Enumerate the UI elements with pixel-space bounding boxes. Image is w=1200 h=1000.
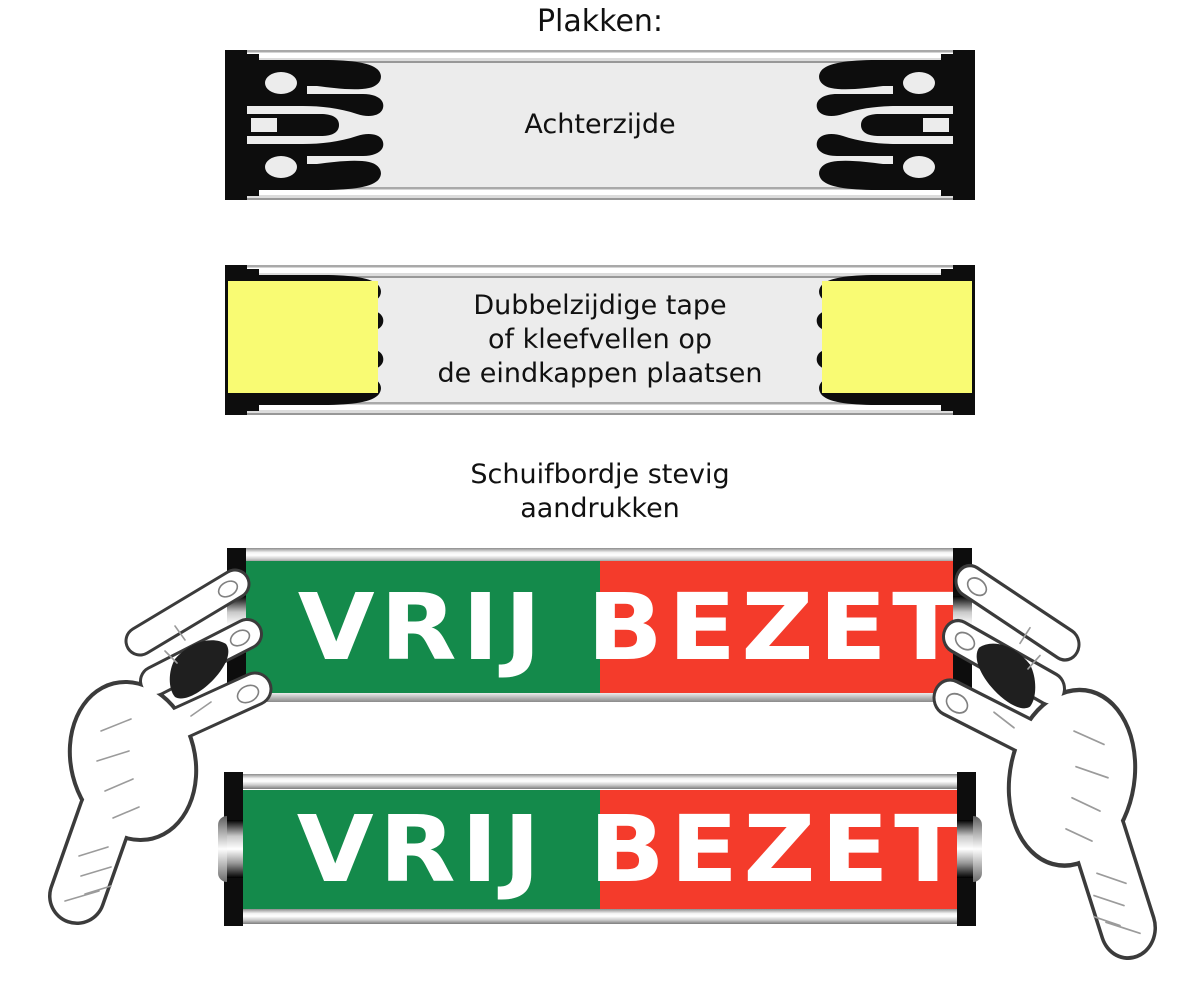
slider-field: VRIJ BEZET <box>243 790 962 909</box>
vrij-bezet-sign-held: VRIJ BEZET <box>227 548 972 702</box>
panel-bottom-rail <box>245 402 955 415</box>
pinching-hand-right-icon <box>940 550 1190 950</box>
tape-pad <box>228 281 378 393</box>
page-title: Plakken: <box>536 4 664 39</box>
vrij-label: VRIJ <box>297 796 546 903</box>
tape-line-3: de eindkappen plaatsen <box>437 358 763 389</box>
sign-back-panel: Achterzijde <box>225 50 975 200</box>
press-instruction: Schuifbordje stevig aandrukken <box>0 458 1200 526</box>
sign-end-cap <box>957 772 982 926</box>
bezet-label: BEZET <box>589 796 968 903</box>
tape-pad <box>822 281 972 393</box>
instruction-line-2: aandrukken <box>520 493 680 524</box>
sign-bottom-edge <box>246 693 953 702</box>
vrij-field: VRIJ <box>246 561 600 693</box>
bezet-field: BEZET <box>589 790 962 909</box>
tape-instruction-label: Dubbelzijdige tape of kleefvellen op de … <box>225 265 975 415</box>
instruction-line-1: Schuifbordje stevig <box>470 459 730 490</box>
sign-bottom-rail <box>243 909 957 924</box>
cap-knob <box>973 816 982 882</box>
sign-end-cap <box>218 772 243 926</box>
vrij-label: VRIJ <box>298 573 548 681</box>
cap-knob <box>218 816 227 882</box>
vrij-field: VRIJ <box>243 790 600 909</box>
panel-top-rail <box>245 265 955 278</box>
tape-line-1: Dubbelzijdige tape <box>473 290 727 321</box>
bezet-field: BEZET <box>587 561 960 693</box>
sign-top-rail <box>243 774 957 789</box>
sign-top-rail <box>246 548 953 563</box>
slider-field: VRIJ BEZET <box>246 561 960 693</box>
bezet-label: BEZET <box>587 573 966 681</box>
tape-line-2: of kleefvellen op <box>487 324 712 355</box>
cap-shine <box>957 820 976 878</box>
cap-shine <box>224 820 243 878</box>
panel-bottom-rail <box>245 187 955 200</box>
back-side-label: Achterzijde <box>524 109 676 140</box>
tape-instruction-panel: Dubbelzijdige tape of kleefvellen op de … <box>225 265 975 415</box>
panel-top-rail <box>245 50 955 63</box>
vrij-bezet-sign-placed: VRIJ BEZET <box>218 772 982 926</box>
pinching-hand-left-icon <box>15 556 265 916</box>
